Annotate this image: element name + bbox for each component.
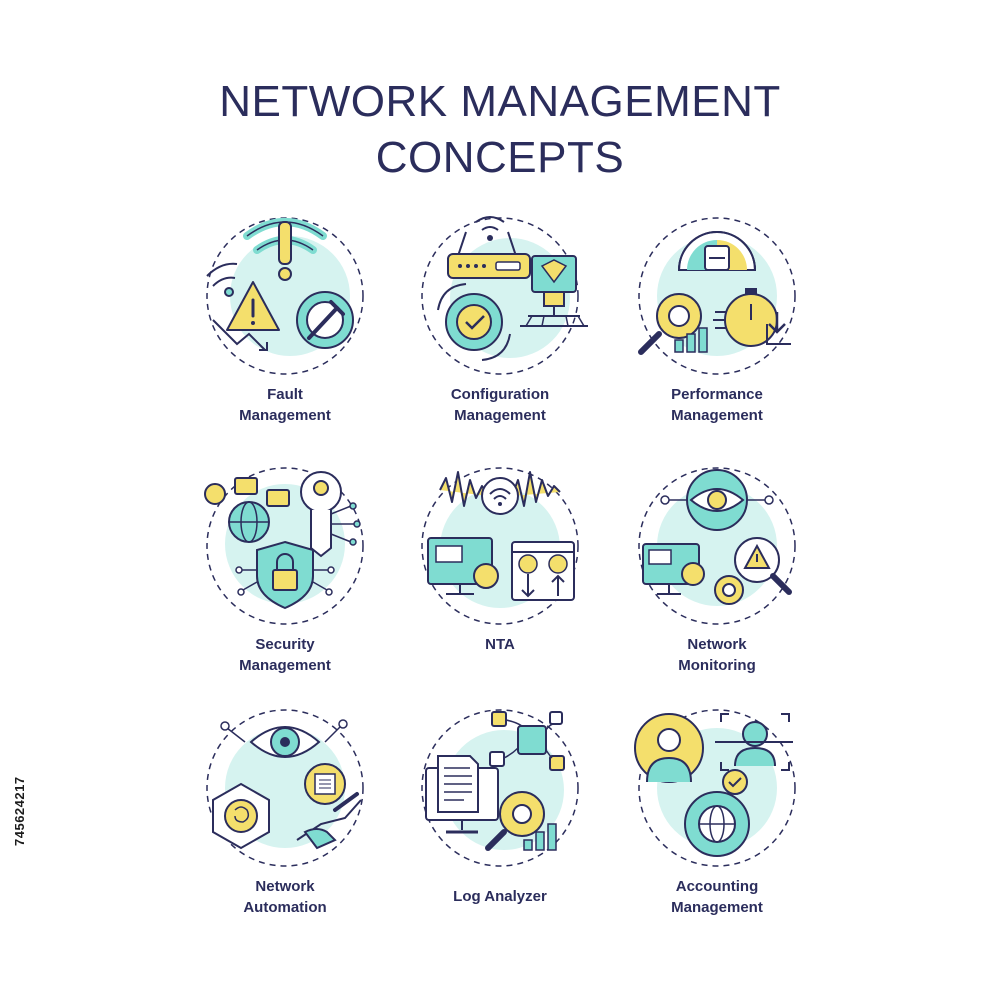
network-monitoring-icon xyxy=(638,467,796,625)
nta-icon xyxy=(421,467,579,625)
stock-id-text: 745624217 xyxy=(12,776,27,846)
title-line-1: NETWORK MANAGEMENT xyxy=(219,77,781,126)
configuration-management-icon xyxy=(421,216,588,375)
performance-management-icon xyxy=(638,217,796,375)
accounting-management-icon xyxy=(634,709,796,867)
fault-management-icon xyxy=(206,217,364,375)
title-line-2: CONCEPTS xyxy=(375,133,625,182)
log-analyzer-label: Log Analyzer xyxy=(453,888,547,905)
log-analyzer-icon xyxy=(421,709,579,867)
security-management-icon xyxy=(204,467,364,625)
network-automation-icon xyxy=(206,709,364,867)
nta-label: NTA xyxy=(485,636,515,653)
page-title: NETWORK MANAGEMENT CONCEPTS xyxy=(0,74,1000,186)
